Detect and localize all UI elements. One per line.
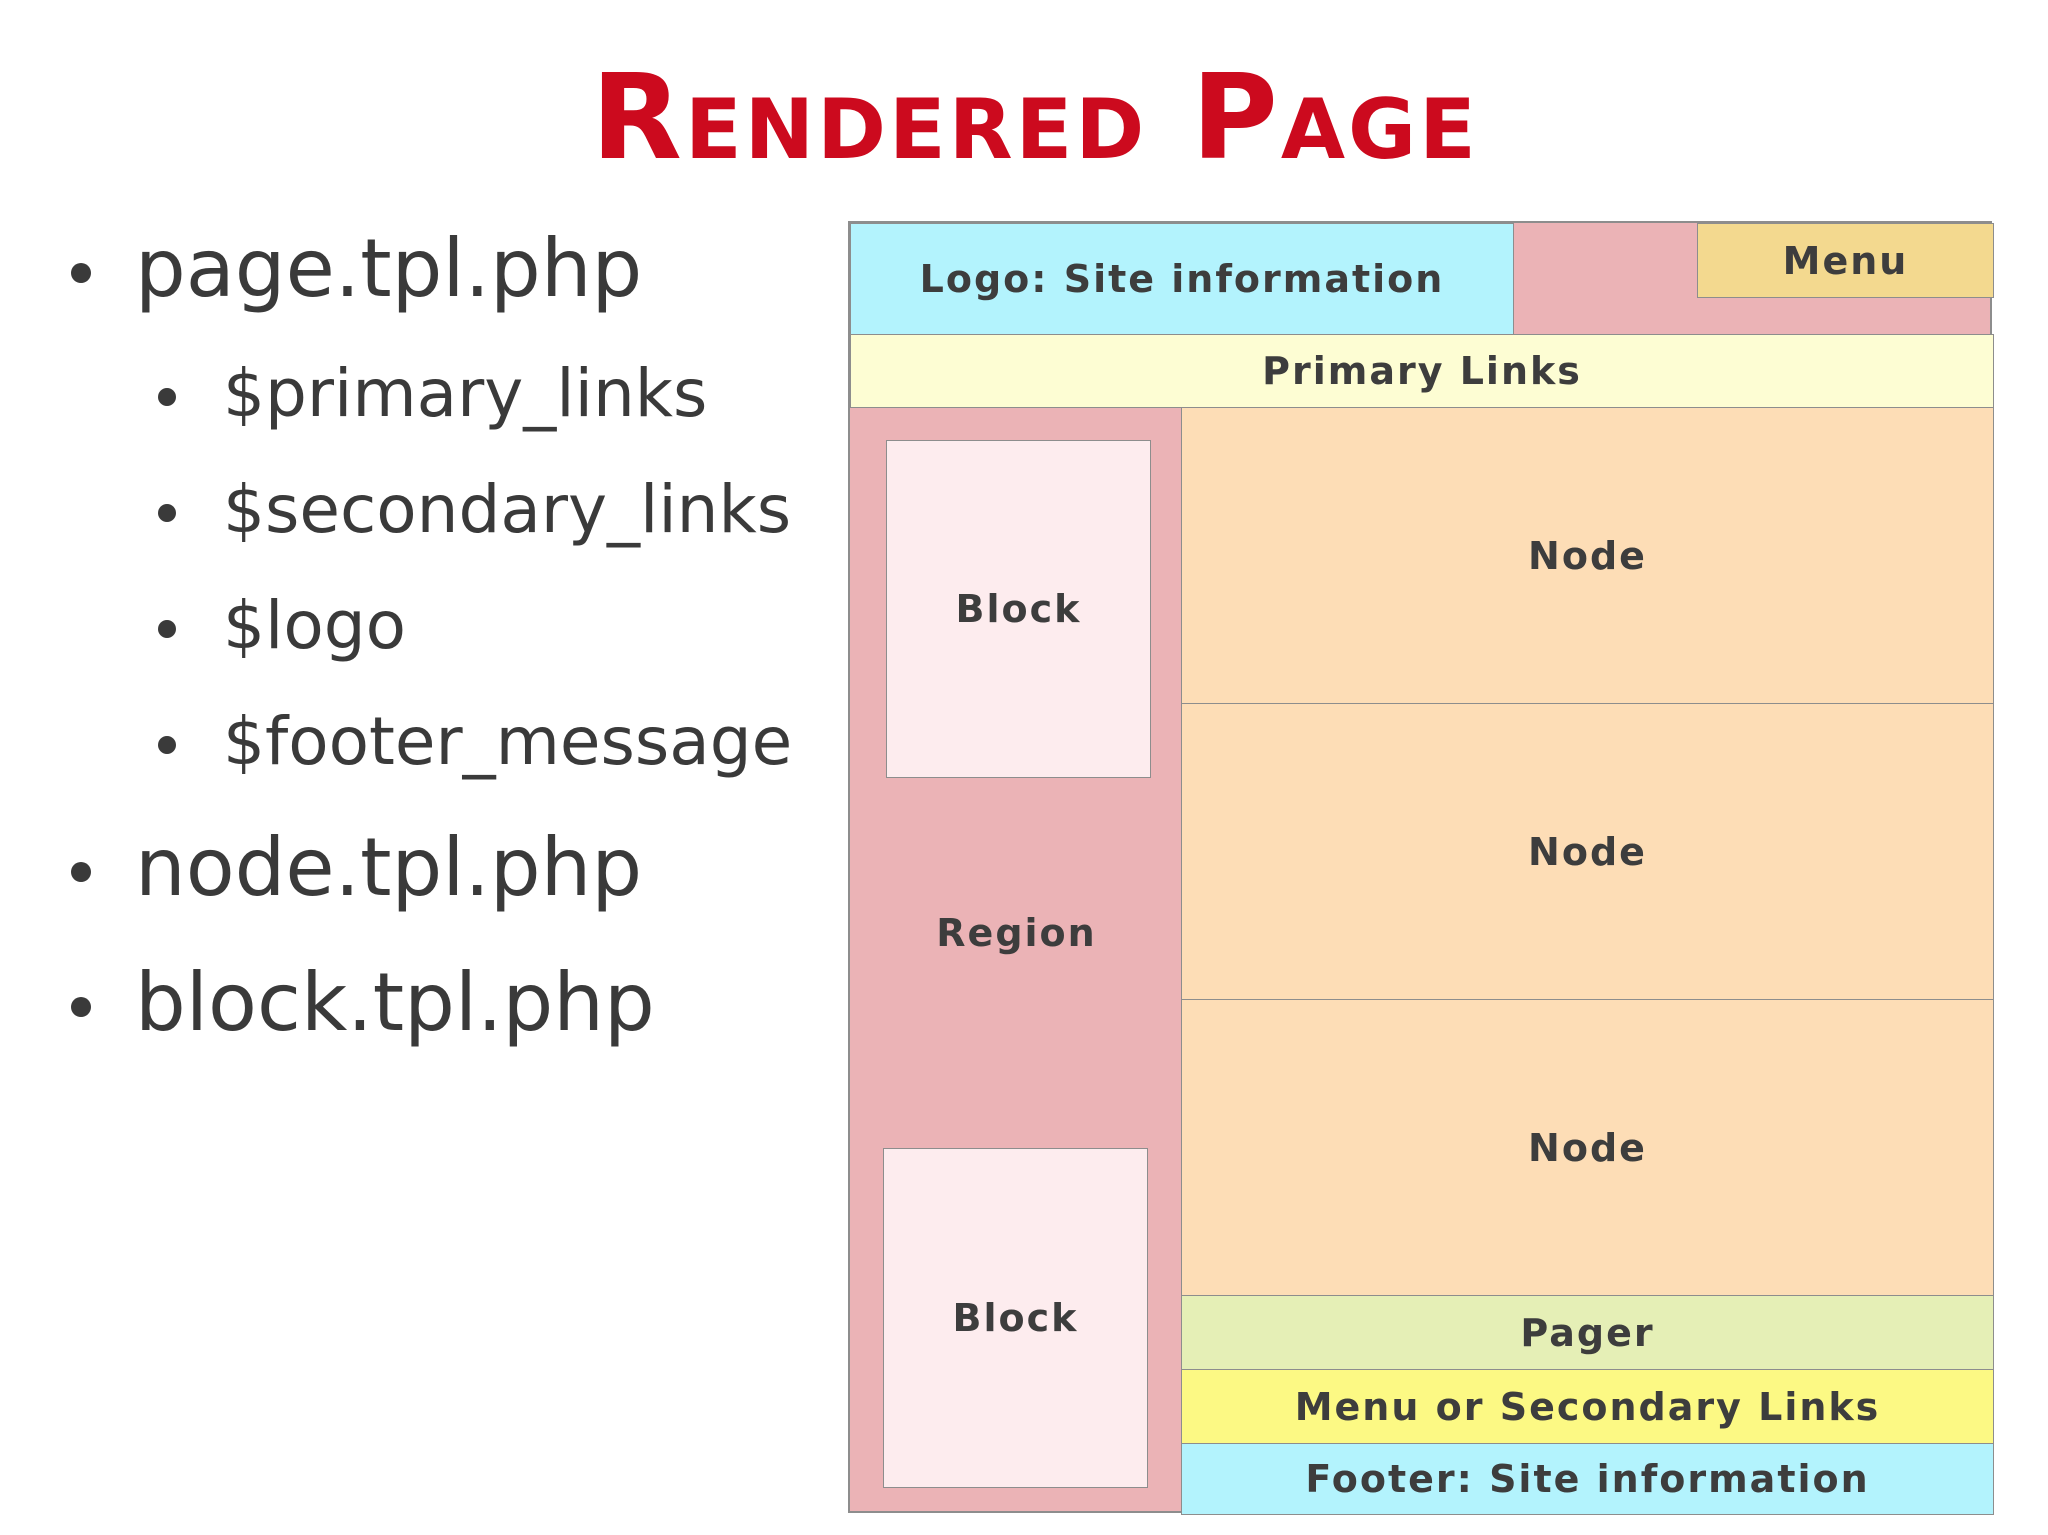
bullet-dot (158, 736, 176, 754)
node-box: Node (1181, 999, 1994, 1297)
primary-links-box: Primary Links (850, 334, 1994, 408)
bullet-text: $logo (223, 587, 406, 664)
bullet-dot (158, 620, 176, 638)
logo-box: Logo: Site information (850, 223, 1514, 335)
page-layout-diagram: Logo: Site information Menu Primary Link… (848, 221, 1994, 1515)
bullet-node-tpl: node.tpl.php (71, 828, 642, 908)
secondary-links-box: Menu or Secondary Links (1181, 1369, 1994, 1444)
bullet-text: node.tpl.php (135, 821, 643, 914)
bullet-text: $secondary_links (223, 471, 792, 548)
block-bottom-box: Block (883, 1148, 1148, 1488)
bullet-block-tpl: block.tpl.php (71, 963, 655, 1043)
bullet-primary-links: $primary_links (158, 361, 707, 427)
menu-box: Menu (1697, 223, 1994, 298)
node-box: Node (1181, 703, 1994, 1001)
pager-box: Pager (1181, 1295, 1994, 1370)
bullet-footer-message: $footer_message (158, 709, 792, 775)
bullet-text: $footer_message (223, 703, 793, 780)
node-box: Node (1181, 407, 1994, 705)
bullet-page-tpl: page.tpl.php (71, 229, 642, 309)
bullet-text: page.tpl.php (135, 222, 643, 315)
bullet-dot (71, 997, 91, 1017)
footer-box: Footer: Site information (1181, 1443, 1994, 1515)
bullet-text: $primary_links (223, 355, 708, 432)
bullet-dot (71, 862, 91, 882)
bullet-secondary-links: $secondary_links (158, 477, 791, 543)
bullet-text: block.tpl.php (135, 956, 655, 1049)
region-label: Region (936, 911, 1097, 955)
bullet-logo: $logo (158, 593, 406, 659)
bullet-dot (158, 388, 176, 406)
bullet-dot (71, 263, 91, 283)
slide-title: Rendered Page (591, 48, 1479, 186)
block-top-box: Block (886, 440, 1151, 778)
bullet-dot (158, 504, 176, 522)
